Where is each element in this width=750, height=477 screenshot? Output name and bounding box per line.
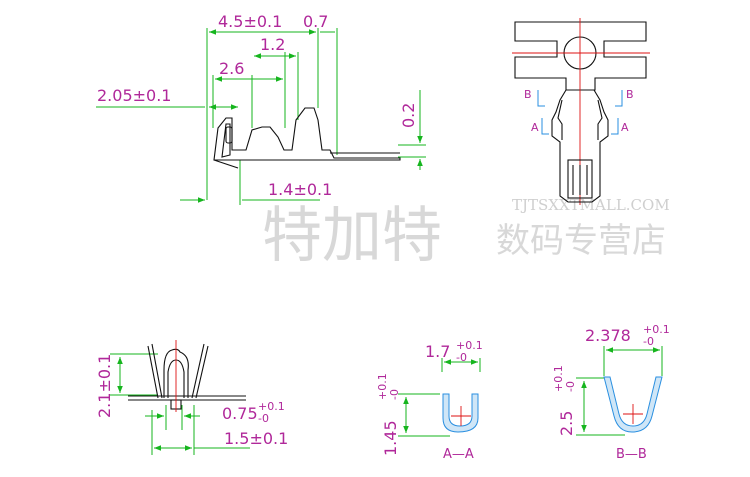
section-b-left xyxy=(537,90,545,107)
terminal-inner xyxy=(557,99,603,140)
dim-mid: 1.2 xyxy=(260,35,285,54)
watermark: TJTSXXTMALL.COM 特加特 数码专营店 xyxy=(262,196,670,271)
section-bb: 2.378 +0.1 -0 2.5 +0.1 -0 B—B xyxy=(552,323,670,462)
dim-bb-width-plus: +0.1 xyxy=(643,323,670,336)
dim-front-height: 2.1±0.1 xyxy=(95,354,114,418)
dim-aa-height-plus: +0.1 xyxy=(376,373,389,400)
dim-left: 2.05±0.1 xyxy=(97,86,171,105)
watermark-small: 数码专营店 xyxy=(496,221,666,261)
dim-bb-height-plus: +0.1 xyxy=(552,365,565,392)
dim-bb-height-minus: -0 xyxy=(564,381,577,392)
dim-front-small-plus: +0.1 xyxy=(258,400,285,413)
dim-aa-height-minus: -0 xyxy=(388,389,401,400)
section-mark-b-right: B xyxy=(626,88,634,101)
dim-aa-width: 1.7 xyxy=(425,342,450,361)
carrier-outline xyxy=(514,21,647,91)
front-wings xyxy=(147,343,209,399)
terminal-body xyxy=(551,89,609,203)
section-a-right xyxy=(611,118,619,135)
dim-aa-width-minus: -0 xyxy=(456,351,467,364)
side-view-outline xyxy=(213,107,401,161)
label-aa: A—A xyxy=(443,447,474,462)
dim-aa-height: 1.45 xyxy=(381,420,400,456)
label-bb: B—B xyxy=(616,447,647,462)
dim-top-seg: 0.7 xyxy=(303,12,328,31)
side-view-tail xyxy=(213,159,239,169)
watermark-big: 特加特 xyxy=(262,201,442,271)
aa-profile xyxy=(442,393,479,433)
dim-bb-width-minus: -0 xyxy=(643,335,654,348)
dim-front-small: 0.75 xyxy=(222,404,258,423)
section-mark-b-left: B xyxy=(524,88,532,101)
dim-front-small-minus: -0 xyxy=(258,412,269,425)
section-mark-a-left: A xyxy=(531,121,539,134)
dim-inner: 2.6 xyxy=(219,59,244,78)
dim-bb-width: 2.378 xyxy=(585,326,631,345)
front-crimp xyxy=(163,348,189,398)
dim-bottom: 1.4±0.1 xyxy=(268,180,332,199)
front-view: 2.1±0.1 0.75 +0.1 -0 1.5±0.1 xyxy=(95,340,288,455)
section-a-left xyxy=(541,118,549,135)
dim-top-total: 4.5±0.1 xyxy=(218,12,282,31)
dim-height-small: 0.2 xyxy=(399,103,418,128)
dim-bb-height: 2.5 xyxy=(557,411,576,436)
dim-front-width: 1.5±0.1 xyxy=(224,429,288,448)
section-mark-a-right: A xyxy=(621,121,629,134)
watermark-latin: TJTSXXTMALL.COM xyxy=(512,196,670,214)
side-view-slot xyxy=(225,126,233,144)
dim-aa-width-plus: +0.1 xyxy=(456,339,483,352)
section-b-right xyxy=(615,90,623,107)
side-view-rib xyxy=(221,123,231,158)
side-view: 4.5±0.1 0.7 1.2 2.6 2.05±0.1 0.2 1.4±0.1 xyxy=(96,12,426,205)
section-aa: 1.7 +0.1 -0 1.45 +0.1 -0 A—A xyxy=(376,339,483,462)
bb-profile xyxy=(603,376,663,433)
top-view: B B A A xyxy=(512,18,650,205)
terminal-contact xyxy=(567,159,593,199)
